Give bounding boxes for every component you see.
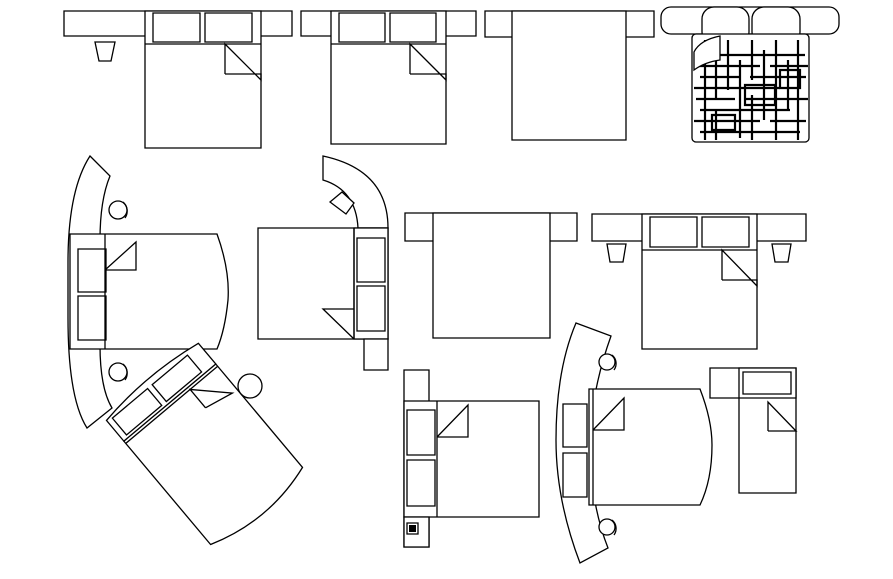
pillow-left [650, 217, 697, 247]
single-bed [710, 368, 796, 493]
double-bed-curved-headboard-left [68, 156, 228, 428]
blanket-fold [410, 44, 446, 80]
pillow [743, 372, 791, 394]
pillow-left [112, 389, 161, 435]
lamp-bottom [599, 519, 615, 535]
double-bed-wide-headboard [405, 213, 577, 338]
mattress [589, 389, 712, 505]
double-bed-rotated [103, 339, 309, 552]
double-bed-vertical-headboard [404, 370, 539, 547]
pillow-bottom [357, 286, 385, 331]
pillow-bottom [407, 460, 435, 506]
pillow-right [205, 13, 252, 42]
blanket-fold [323, 309, 354, 339]
headboard [661, 7, 839, 34]
side-table-bottom [364, 339, 388, 370]
pillow-right [390, 13, 436, 42]
blanket-fold [768, 402, 796, 431]
mattress [512, 11, 626, 140]
pillow-left [339, 13, 385, 42]
blanket-fold [225, 44, 261, 80]
double-bed-with-side-tables [64, 11, 292, 148]
outlet-icon-inner [409, 525, 416, 532]
double-bed-plain [485, 11, 654, 140]
blanket-fold [722, 250, 757, 286]
blanket-fold [593, 398, 624, 430]
lamp-top [599, 354, 615, 370]
table-lamp [330, 192, 354, 214]
pillow-bottom [78, 296, 106, 340]
mattress [433, 213, 550, 338]
pillow-top [357, 238, 385, 282]
pillow-top [78, 249, 106, 292]
blanket-fold [190, 370, 232, 412]
curved-side-table [323, 156, 388, 228]
lamp-shade-bottom [612, 520, 616, 535]
blanket-fold [437, 405, 468, 437]
side-lamp [95, 42, 115, 61]
stool-left [607, 244, 626, 262]
double-bed-arc-headboard [556, 323, 712, 563]
pillow-right [702, 217, 749, 247]
blanket-fold [694, 36, 720, 70]
pillow-right [152, 355, 201, 401]
pillow-top [407, 410, 435, 455]
cover-pattern [694, 40, 808, 140]
pillow-left [153, 13, 200, 42]
pillow-bottom [563, 453, 587, 497]
double-bed-patterned-cover [661, 7, 839, 142]
lamp-round [238, 374, 262, 398]
double-bed-with-cover-fold [301, 11, 476, 144]
pillow-top [563, 404, 587, 447]
double-bed-curved-table [258, 156, 388, 370]
double-bed-with-stools [592, 214, 806, 349]
mattress [124, 364, 309, 552]
lamp-shade-bottom [123, 364, 127, 380]
blanket-fold [105, 242, 136, 270]
blanket-edge [126, 366, 218, 443]
lamp-shade-top [612, 355, 616, 370]
stool-right [772, 244, 791, 262]
lamp-shade-top [123, 202, 127, 218]
mattress [70, 234, 228, 349]
